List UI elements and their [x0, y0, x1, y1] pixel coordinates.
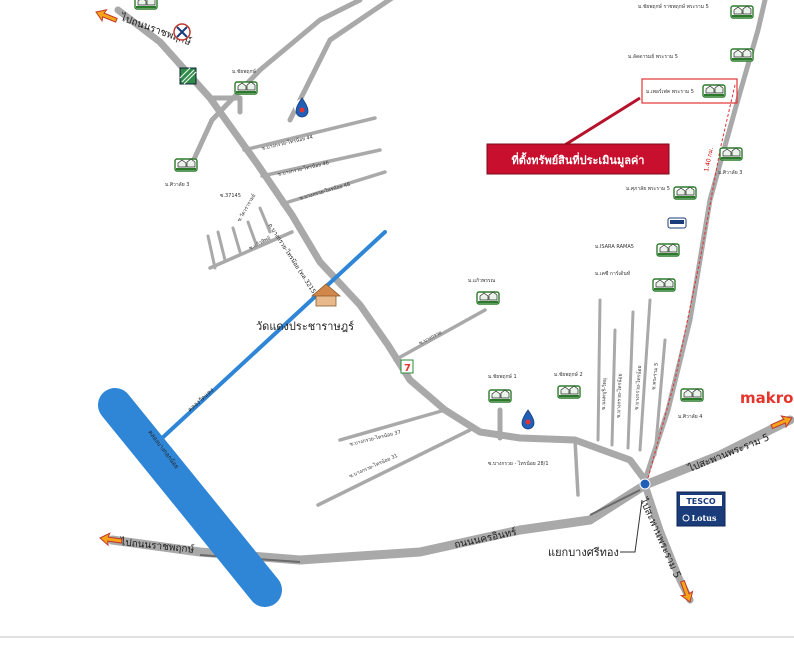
gas-station-icon [521, 409, 535, 430]
village-label: ม.ชัยพฤกษ์ 2 [554, 371, 583, 378]
tesco-label: TESCO [686, 497, 716, 506]
house-icon [652, 278, 676, 292]
village-label: ม.ศิวาลัย 3 [718, 169, 742, 176]
property-callout: ที่ตั้งทรัพย์สินที่ประเมินมูลค่า [486, 143, 670, 175]
callout-pointer [559, 96, 641, 150]
house-icon [234, 81, 258, 95]
tesco-lotus-logo: TESCO Lotus [676, 491, 726, 527]
village-label: ม.ลัดดารมย์ พระราม 5 [628, 53, 678, 60]
label-nakhon-in-road: ถนนนครอินทร์ [453, 526, 518, 551]
village-sivalai3-left: ม.ศิวาลัย 3 [165, 158, 198, 188]
village-label: ม.ISARA RAMA5 [595, 244, 634, 250]
temple-label: วัดแดงประชาราษฎร์ [256, 320, 354, 333]
school-icon [173, 23, 191, 41]
village-kc-garden: ม.เคซี การ์เด้นท์ [595, 270, 676, 292]
house-icon [680, 388, 704, 402]
label-soi-48: ซ.บางกรวย-ไทรน้อย 48 [299, 181, 351, 202]
house-icon [702, 84, 726, 98]
village-sivalai4: ม.ศิวาลัย 4 [678, 388, 704, 420]
property-label: ม.เพอร์เฟค พระราม 5 [646, 88, 694, 95]
label-soi-kaewprakarn: ซ.บางกรวย [418, 330, 443, 347]
label-soi-vert-1: ซ.นนทบุรี-วิทยุ [600, 378, 608, 410]
village-perfect-rama5: ม.ลัดดารมย์ พระราม 5 [628, 48, 754, 62]
property-highlight-box [641, 78, 738, 104]
village-chaiyapruek-rama5: ม.ชัยพฤกษ์ ราชพฤกษ์ พระราม 5 [638, 3, 754, 19]
village-chaiyapruek1: ม.ชัยพฤกษ์ 1 [488, 373, 517, 403]
distance-line [647, 84, 736, 479]
village-chayapruek: ม.ชัยพฤกษ์ [232, 68, 258, 95]
village-label: ม.ชัยพฤกษ์ ราชพฤกษ์ พระราม 5 [638, 3, 709, 10]
village-property: ม.เพอร์เฟค พระราม 5 [641, 78, 738, 104]
village-label: ม.เคซี การ์เด้นท์ [595, 270, 630, 277]
distance-label: 1.40 กม. [703, 147, 715, 173]
bangsithong-pointer [620, 499, 643, 553]
village-label: ม.แก้วพรรณ [468, 277, 496, 284]
label-to-rama5-bridge: ไปสะพานพระราม 5 [686, 431, 771, 475]
village-label: ม.ศิวาลัย 3 [165, 181, 189, 188]
canals [98, 230, 387, 607]
label-soi-28-1: ซ.บางกรวย - ไทรน้อย 28/1 [488, 460, 549, 467]
village-label: ม.ศุภาลัย พระราม 5 [626, 186, 670, 192]
label-soi-31: ซ.บางกรวย-ไทรน้อย 31 [348, 452, 399, 480]
house-icon [730, 48, 754, 62]
village-supalai-rama5: ม.ศุภาลัย พระราม 5 [626, 186, 697, 200]
bangsithong-label: แยกบางศรีทอง [548, 546, 619, 559]
house-icon [557, 385, 581, 399]
village-kaewprakarn: ม.แก้วพรรณ [468, 277, 500, 305]
label-soi-37145: ซ.37145 [220, 193, 241, 199]
label-to-ratchaphruek-bottom: ไปถนนราชพฤกษ์ [119, 536, 195, 556]
label-to-rama5-down: ไปสะพานพระราม 5 [637, 495, 683, 580]
house-icon [134, 0, 158, 10]
house-icon [656, 243, 680, 257]
seven-eleven-label: 7 [404, 363, 411, 374]
house-top-left [134, 0, 158, 10]
seven-eleven-icon: 7 [400, 359, 414, 374]
label-soi-vert-2: ซ.บางกรวย-ไทรน้อย [615, 373, 624, 418]
bangsithong-junction-marker [639, 478, 651, 490]
house-icon [730, 5, 754, 19]
makro-logo: makro [740, 389, 793, 407]
village-label: ม.ชัยพฤกษ์ 1 [488, 373, 517, 380]
temple-icon [310, 283, 342, 307]
village-chaiyapruek2: ม.ชัยพฤกษ์ 2 [554, 371, 583, 399]
label-soi-vert-3: ซ.บางกรวย-ไทรน้อย [633, 365, 643, 410]
house-icon [488, 389, 512, 403]
village-isara: ม.ISARA RAMA5 [595, 243, 680, 257]
house-icon [719, 147, 743, 161]
temple: วัดแดงประชาราษฎร์ [256, 283, 354, 333]
label-soi-vert-4: ซ.พระราม 5 [651, 363, 660, 391]
village-label: ม.ชัยพฤกษ์ [232, 68, 257, 75]
house-icon [673, 186, 697, 200]
house-icon [476, 291, 500, 305]
bus-icon [667, 217, 687, 229]
village-label: ม.ศิวาลัย 4 [678, 413, 702, 420]
house-icon [174, 158, 198, 172]
label-soi-46: ซ.บางกรวย-ไทรน้อย 46 [277, 159, 330, 178]
lotus-label: Lotus [692, 513, 717, 523]
village-sivalai-right: ม.ศิวาลัย 3 [718, 147, 743, 176]
ptt-gas-icon [294, 97, 310, 118]
bank-icon [179, 67, 197, 85]
callout-text: ที่ตั้งทรัพย์สินที่ประเมินมูลค่า [512, 152, 645, 168]
canal-label-wat-daeng: คลองวัดแดง [187, 387, 216, 414]
